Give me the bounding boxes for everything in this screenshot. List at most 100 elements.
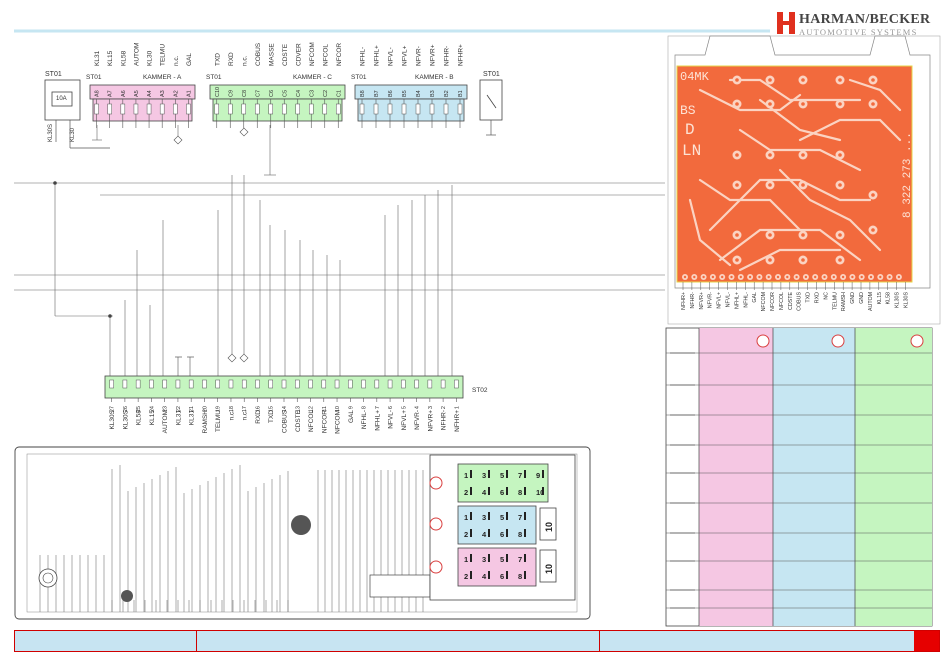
iso-pin-label: 7 (518, 471, 522, 480)
iso-pin-label: 8 (518, 530, 522, 539)
kammer_c-signal-label: MASSE (268, 43, 275, 66)
st02-signal-label: n.c. (242, 410, 249, 421)
kammer_b-pin: B6 (388, 90, 394, 97)
iso-pin-label: 4 (482, 572, 487, 581)
pcb-pin-label: GAL (752, 292, 758, 303)
st02-signal-label: NFCOM (335, 410, 342, 434)
kammer_a-pin: A6 (121, 90, 127, 97)
st02-pin: 22 (176, 406, 182, 412)
st02-signal-label: RXD (255, 410, 262, 424)
pcb-pin-label: GND (850, 292, 856, 304)
iso-pin-label: 5 (500, 555, 504, 564)
iso-pin-label: 2 (464, 530, 468, 539)
kammer_c-signal-label: NFCOR (336, 43, 343, 66)
st02-pin: 24 (149, 406, 155, 412)
kammer_a-pin: A2 (173, 90, 179, 97)
logo-h-icon (777, 12, 795, 34)
pin-legend-grid (665, 327, 933, 627)
mount-point (121, 590, 133, 602)
st02-pin: 1 (454, 406, 460, 409)
footer-cell (197, 631, 600, 651)
kammer_c-pin: C6 (269, 90, 275, 97)
st02-pin: 8 (362, 406, 368, 409)
st02-signal-label: KL31 (175, 410, 182, 426)
pcb-pin-label: NFHL- (743, 292, 749, 308)
iso-pin-label: 3 (482, 555, 486, 564)
st02-signal-label: NFHL+ (374, 410, 381, 431)
kammer_a-signal-label: KL58 (120, 50, 127, 66)
kammer_b-pin: B4 (416, 90, 422, 97)
pcb-pin-label: NFHR+ (681, 292, 687, 310)
kammer_b-signal-label: NFVL+ (402, 45, 409, 66)
kammer_c-signal-label: NFCOL (322, 44, 329, 66)
iso-side-label: 10 (544, 522, 554, 532)
kammer_c-pin: C9 (228, 90, 234, 97)
mount-point (291, 515, 311, 535)
st02-pin: 15 (269, 406, 275, 412)
st02-pin: 10 (335, 406, 341, 412)
kammer_a-title: KAMMER - A (143, 74, 182, 81)
kammer_b-signal-label: NFHR- (444, 46, 451, 66)
pcb-pin-label: NFCOL (779, 292, 785, 310)
iso-pin-label: 5 (500, 471, 504, 480)
st02-signal-label: NFCOL (308, 410, 315, 432)
kammer_a-pin: A3 (160, 90, 166, 97)
pcb-pin-label: NFVR- (708, 292, 714, 308)
kammer_c-pin: C7 (255, 90, 261, 97)
kammer_b-st-label: ST01 (351, 74, 367, 81)
st02-signal-label: KL30S (122, 409, 129, 429)
kammer_b-signal-label: NFVR- (416, 46, 423, 66)
st02-signal-label: NFVR+ (427, 410, 434, 432)
pcb-pin-label: NFHR- (690, 292, 696, 309)
iso-pin-label: 8 (518, 572, 522, 581)
iso-pin-label: 8 (518, 488, 522, 497)
kammer_c-pin: C8 (242, 90, 248, 97)
st01-pin-kl30: KL30 (70, 127, 76, 142)
st02-pin: 14 (282, 406, 288, 412)
iso-pin-label: 10 (536, 488, 544, 497)
pcb-pin-label: KL58 (886, 292, 892, 304)
iso-pin-label: 6 (500, 488, 504, 497)
kammer_c-signal-label: TXD (214, 53, 221, 66)
pcb-pin-label: RXD (815, 292, 821, 303)
pcb-pin-label: NFHL+ (734, 292, 740, 309)
kammer_a-signal-label: TELMU (160, 44, 167, 66)
pcb-pin-label: GND (859, 292, 865, 304)
iso-pin-label: 3 (482, 471, 486, 480)
st02-pin: 19 (216, 406, 222, 412)
kammer_c-pin: C10 (215, 87, 221, 97)
st02-signal-label: NFHR+ (454, 410, 461, 432)
st02-label: ST02 (472, 387, 488, 394)
st01-right-label: ST01 (483, 71, 500, 78)
pcb-pin-label: NFCOR (770, 292, 776, 311)
kammer_a-pin: A1 (186, 90, 192, 97)
pcb-pin-label: TELMU (832, 292, 838, 310)
st01-pin-kl30s: KL30S (48, 124, 54, 142)
iso-pin-label: 4 (482, 530, 487, 539)
kammer_a-signal-label: n.c. (173, 55, 180, 66)
st02-pin: 11 (322, 406, 328, 412)
st02-pin: 16 (255, 406, 261, 412)
st02-pin: 9 (348, 406, 354, 409)
st02-pin: 13 (295, 406, 301, 412)
st02-pin: 12 (309, 406, 315, 412)
harman-becker-logo: HARMAN/BECKER AUTOMOTIVE SYSTEMS (777, 12, 947, 38)
st02-signal-label: n.c. (228, 410, 235, 421)
st02-signal-label: NFCOR (321, 410, 328, 433)
kammer_a-signal-label: KL31 (94, 50, 101, 66)
st02-signal-label: KL15 (149, 410, 156, 426)
st02-signal-label: TELMU (215, 410, 222, 432)
st02-signal-label: KL30S (109, 409, 116, 429)
iso-pin-label: 7 (518, 513, 522, 522)
brand-name: HARMAN/BECKER (799, 12, 931, 27)
iso-pin-label: 2 (464, 572, 468, 581)
kammer_b-pin: B8 (360, 90, 366, 97)
kammer_a-signal-label: GAL (186, 53, 193, 66)
kammer_b-signal-label: NFHL- (360, 47, 367, 66)
pcb-mark-04mk: 04MK (680, 70, 710, 84)
pcb-pin-label: NFVR+ (699, 292, 705, 310)
wiring-lines (14, 125, 665, 378)
st02-pin: 23 (163, 406, 169, 412)
